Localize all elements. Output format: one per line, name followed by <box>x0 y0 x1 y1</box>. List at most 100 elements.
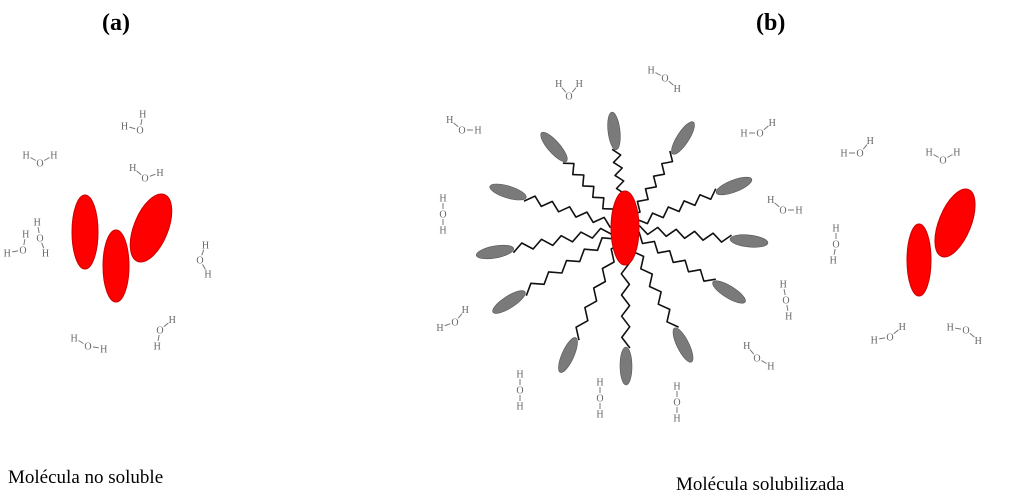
oxygen-atom-label: O <box>661 74 668 85</box>
hydrogen-atom-label: H <box>899 322 906 333</box>
oxygen-atom-label: O <box>84 342 91 353</box>
hydrogen-atom-label: H <box>795 206 802 217</box>
panel-b-caption: Molécula solubilizada <box>676 474 845 494</box>
surfactant-head <box>620 347 632 385</box>
hydrogen-atom-label: H <box>767 362 774 373</box>
water-molecule: H HO <box>743 341 774 372</box>
hydrogen-atom-label: H <box>767 195 774 206</box>
hydrogen-atom-label: H <box>743 341 750 352</box>
surfactant-tail <box>563 163 614 220</box>
hydrogen-atom-label: H <box>769 118 776 129</box>
oxygen-atom-label: O <box>36 159 43 170</box>
water-molecule: HHO <box>196 240 211 280</box>
hydrogen-atom-label: H <box>673 414 680 425</box>
hydrogen-atom-label: H <box>129 163 136 174</box>
hydrogen-atom-label: H <box>867 136 874 147</box>
panel-a-label: (a) <box>102 10 130 36</box>
hydrogen-atom-label: H <box>947 323 954 334</box>
panel-b-micelle: HHOHHOHHOHHOHHOHHOHHOHHOHHOHHOHHOHHOHHOH… <box>436 66 982 425</box>
water-molecule: H HO <box>767 195 802 216</box>
oxygen-atom-label: O <box>962 326 969 337</box>
water-molecule: H HO <box>673 382 680 425</box>
surfactant-molecule <box>629 119 698 214</box>
surfactant-tail <box>526 238 615 296</box>
water-molecule: HHO <box>648 66 681 95</box>
oxygen-atom-label: O <box>753 354 760 365</box>
oxygen-atom-label: O <box>458 126 465 137</box>
surfactant-head <box>729 233 768 249</box>
hydrogen-atom-label: H <box>576 79 583 90</box>
water-molecule: HHO <box>34 218 49 260</box>
surfactant-head <box>555 335 582 375</box>
panel-a-caption: Molécula no soluble <box>8 467 163 488</box>
surfactant-molecule <box>639 226 768 249</box>
oxygen-atom-label: O <box>673 398 680 409</box>
water-bond <box>150 174 156 176</box>
oxygen-atom-label: O <box>516 386 523 397</box>
hydrogen-atom-label: H <box>516 402 523 413</box>
hydrogen-atom-label: H <box>596 378 603 389</box>
oxygen-atom-label: O <box>565 92 572 103</box>
surfactant-molecule <box>537 129 614 220</box>
surfactant-tail <box>639 226 731 243</box>
hydrogen-atom-label: H <box>785 311 792 322</box>
surfactant-molecule <box>475 228 612 261</box>
surfactant-tail <box>632 239 679 327</box>
water-bond <box>78 341 83 344</box>
hydrogen-atom-label: H <box>71 334 78 345</box>
hydrogen-atom-label: H <box>832 224 839 235</box>
water-molecule: HHO <box>4 230 30 260</box>
water-molecule: H HO <box>71 334 108 356</box>
hydrogen-atom-label: H <box>50 151 57 162</box>
water-molecule: HHO <box>871 322 906 346</box>
surfactant-head <box>488 181 528 204</box>
oxygen-atom-label: O <box>782 296 789 307</box>
hydrogen-atom-label: H <box>474 126 481 137</box>
hydrogen-atom-label: H <box>4 248 11 259</box>
hydrogen-atom-label: H <box>100 344 107 355</box>
hydrogen-atom-label: H <box>202 240 209 251</box>
surfactant-molecule <box>632 239 697 365</box>
hydrogen-atom-label: H <box>596 410 603 421</box>
hydrogen-atom-label: H <box>439 194 446 205</box>
hydrogen-atom-label: H <box>673 382 680 393</box>
surfactant-head <box>606 111 622 150</box>
oxygen-atom-label: O <box>886 333 893 344</box>
hydrogen-atom-label: H <box>446 115 453 126</box>
hydrogen-atom-label: H <box>516 370 523 381</box>
oxygen-atom-label: O <box>596 394 603 405</box>
surfactant-head <box>537 129 571 165</box>
oxygen-atom-label: O <box>156 326 163 337</box>
hydrogen-atom-label: H <box>830 255 837 266</box>
surfactant-head <box>668 119 699 157</box>
oxygen-atom-label: O <box>19 246 26 257</box>
solubilized-molecule-core <box>611 191 639 265</box>
hydrogen-atom-label: H <box>555 79 562 90</box>
surfactant-molecule <box>488 181 610 228</box>
panel-b-label: (b) <box>756 10 785 36</box>
hydrogen-atom-label: H <box>439 226 446 237</box>
water-molecule: H HO <box>446 115 481 136</box>
oxygen-atom-label: O <box>451 318 458 329</box>
insoluble-molecule-lobe <box>103 230 129 302</box>
water-molecule: HHO <box>947 323 982 347</box>
hydrogen-atom-label: H <box>436 323 443 334</box>
oxygen-atom-label: O <box>939 156 946 167</box>
hydrogen-atom-label: H <box>121 121 128 132</box>
insoluble-molecule-lobe <box>72 195 98 269</box>
insoluble-molecule-lobe <box>122 188 180 267</box>
oxygen-atom-label: O <box>439 210 446 221</box>
hydrogen-atom-label: H <box>204 269 211 280</box>
water-molecule: HHO <box>154 315 176 352</box>
surfactant-head <box>669 325 697 364</box>
hydrogen-atom-label: H <box>23 151 30 162</box>
water-molecule: HHO <box>780 280 793 323</box>
water-bond <box>947 155 952 158</box>
water-bond <box>879 338 885 339</box>
surfactant-molecule <box>555 242 623 374</box>
hydrogen-atom-label: H <box>648 66 655 77</box>
oxygen-atom-label: O <box>779 206 786 217</box>
